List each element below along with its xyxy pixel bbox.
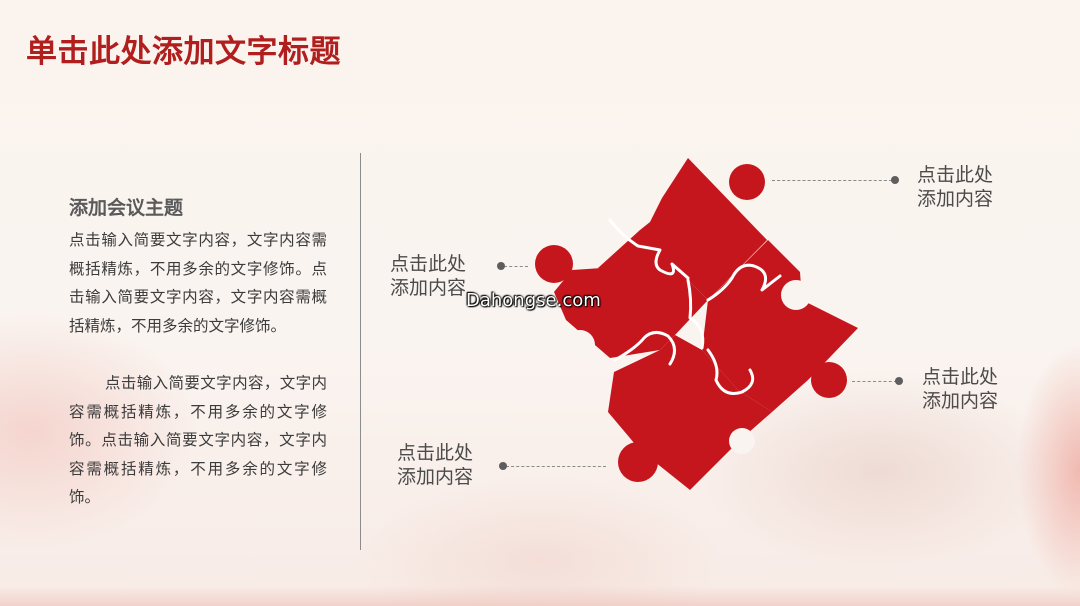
callout-line-1: 点击此处	[917, 164, 994, 186]
seam-right	[706, 263, 782, 302]
callout-line-1: 点击此处	[397, 442, 474, 464]
leader-dot-bottom-left	[499, 462, 507, 470]
callout-top-right[interactable]: 点击此处 添加内容	[917, 163, 993, 211]
puzzle-knob-top	[729, 164, 765, 200]
puzzle-knob-right	[811, 362, 847, 398]
seam-center-vertical	[686, 278, 705, 350]
leader-line-bottom-left	[506, 466, 606, 467]
callout-line-2: 添加内容	[397, 466, 474, 488]
callout-left[interactable]: 点击此处 添加内容	[390, 252, 466, 300]
callout-right[interactable]: 点击此处 添加内容	[922, 365, 998, 413]
callout-line-1: 点击此处	[922, 366, 999, 388]
callout-line-1: 点击此处	[390, 253, 467, 275]
puzzle-knob-left	[535, 245, 573, 283]
puzzle-knob-bottom	[618, 442, 658, 482]
watermark-text: Dahongse.com	[466, 290, 601, 311]
leader-line-left	[504, 266, 528, 267]
leader-dot-top-right	[891, 176, 899, 184]
bottom-decoration-band	[0, 586, 1080, 606]
slide-title[interactable]: 单击此处添加文字标题	[26, 34, 341, 70]
puzzle-hole-bottom	[729, 428, 755, 454]
puzzle-hole-top	[605, 203, 639, 237]
callout-line-2: 添加内容	[922, 390, 999, 412]
callout-bottom-left[interactable]: 点击此处 添加内容	[397, 441, 473, 489]
section-heading[interactable]: 添加会议主题	[69, 197, 184, 219]
leader-dot-right	[895, 377, 903, 385]
body-paragraph-2[interactable]: 点击输入简要文字内容，文字内容需概括精炼，不用多余的文字修饰。点击输入简要文字内…	[69, 374, 327, 506]
puzzle-hole-right	[781, 280, 811, 310]
leader-dot-left	[497, 262, 505, 270]
leader-line-right	[852, 381, 897, 382]
vertical-divider	[360, 153, 361, 550]
callout-line-2: 添加内容	[390, 277, 467, 299]
puzzle-piece-top	[598, 158, 767, 320]
puzzle-hole-left	[565, 330, 595, 360]
puzzle-seams	[608, 218, 782, 395]
seam-lower-right	[706, 348, 755, 395]
leader-line-top-right	[772, 180, 892, 181]
callout-line-2: 添加内容	[917, 188, 994, 210]
body-paragraph-1[interactable]: 点击输入简要文字内容，文字内容需概括精炼，不用多余的文字修饰。点击输入简要文字内…	[69, 231, 327, 335]
puzzle-graphic	[535, 158, 858, 490]
seam-lower-left	[613, 331, 676, 366]
seam-upper-left	[608, 218, 690, 280]
puzzle-piece-right	[702, 240, 858, 412]
